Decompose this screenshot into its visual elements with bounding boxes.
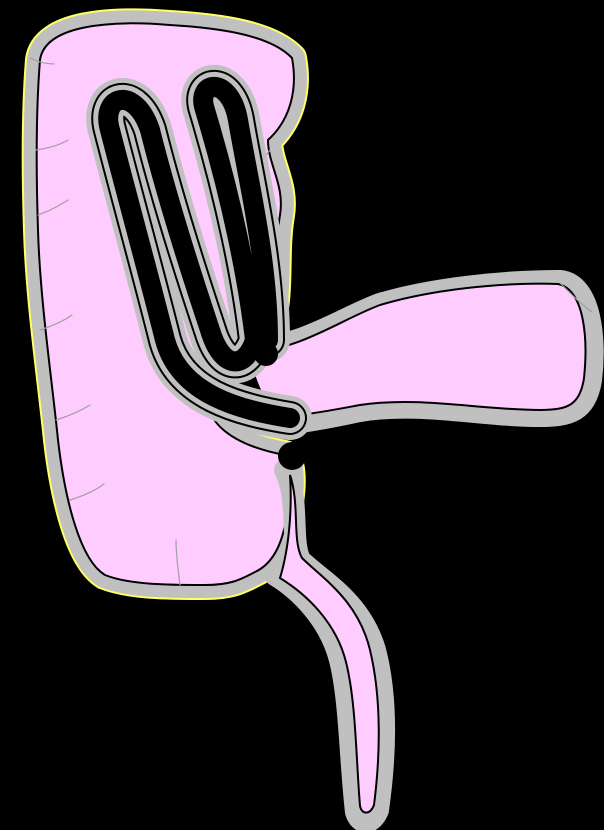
lower-junction-node (278, 442, 306, 470)
upper-junction-node (254, 342, 278, 366)
